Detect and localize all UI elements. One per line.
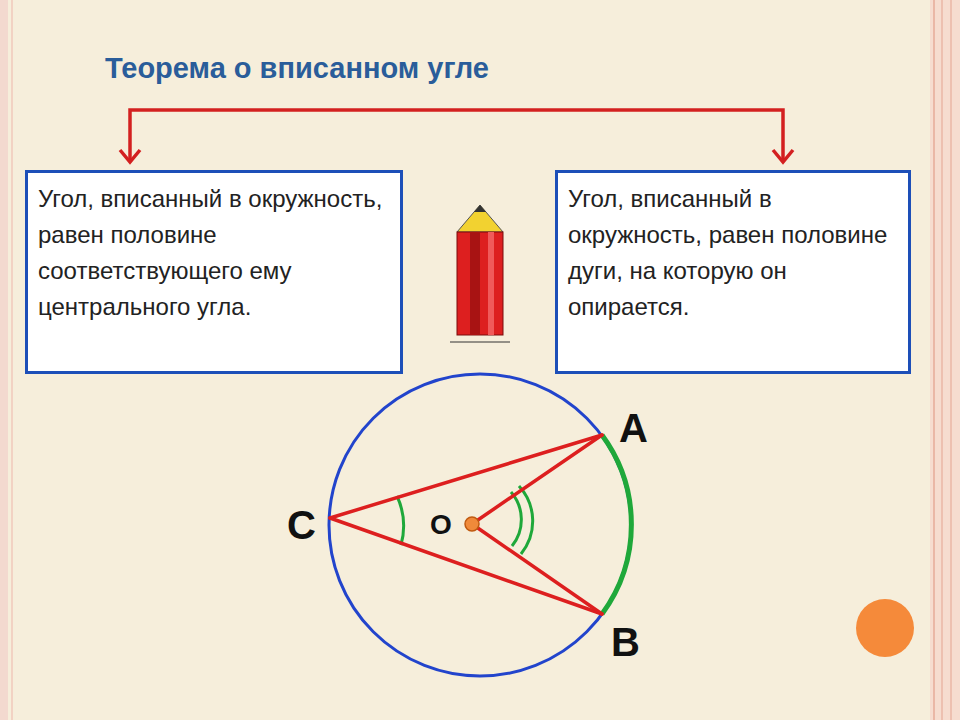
frame-line [933, 0, 935, 720]
point-label: A [619, 408, 648, 448]
theorem-box: Угол, вписанный в окружность, равен поло… [25, 170, 403, 374]
arc-ab [602, 435, 631, 614]
frame-line [11, 0, 13, 720]
frame-stripe [930, 0, 960, 720]
center-dot [465, 517, 479, 531]
title: Теорема о вписанном угле [105, 52, 489, 85]
point-label: C [287, 505, 316, 545]
angle-mark [511, 492, 521, 546]
bracket [120, 110, 793, 162]
deco-dot [856, 599, 914, 657]
pencil-icon [450, 205, 510, 342]
angle-lines [330, 435, 602, 614]
circle [329, 374, 631, 676]
theorem-text: Угол, вписанный в окружность, равен поло… [568, 181, 898, 325]
frame-stripe [0, 0, 8, 720]
point-label: B [611, 622, 640, 662]
theorem-text: Угол, вписанный в окружность, равен поло… [38, 181, 390, 325]
frame-line [941, 0, 943, 720]
frame-line [950, 0, 952, 720]
point-label: O [430, 511, 452, 539]
theorem-box: Угол, вписанный в окружность, равен поло… [555, 170, 911, 374]
angle-mark [519, 486, 533, 554]
angle-mark [397, 496, 404, 545]
